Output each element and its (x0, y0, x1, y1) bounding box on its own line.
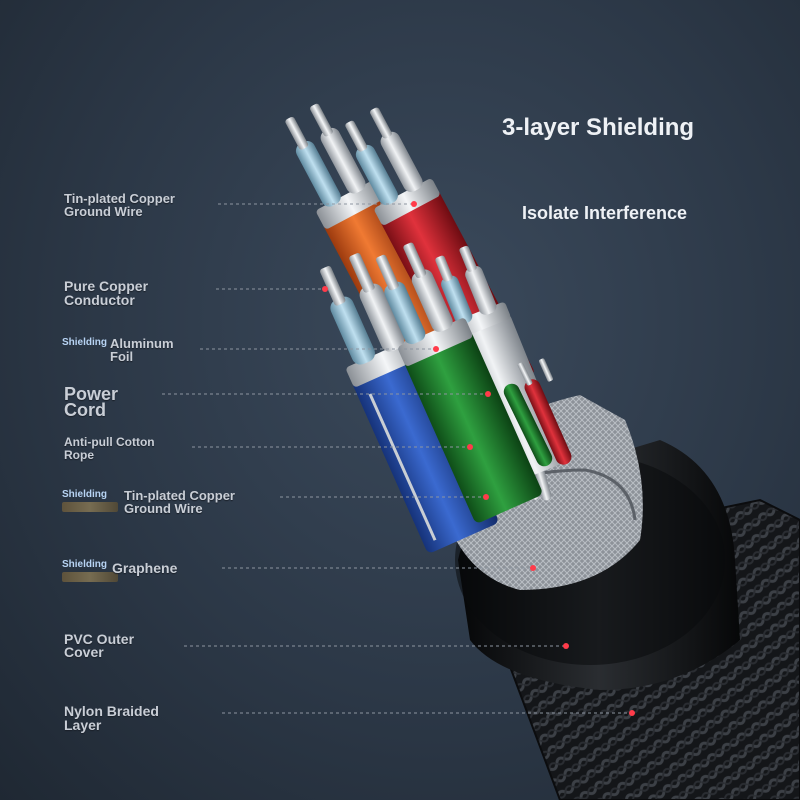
label-pvc-cover: PVC Outer Cover (64, 631, 135, 660)
shielding-tag-3: Shielding (62, 559, 107, 570)
label-graphene: Graphene (112, 560, 178, 576)
label-aluminum-foil: Aluminum Foil (110, 336, 174, 364)
blue-wire (320, 253, 498, 553)
pointer-dots (322, 201, 635, 716)
shielding-tag-2: Shielding (62, 489, 107, 500)
label-ground-wire-top: Tin-plated Copper Ground Wire (64, 191, 175, 219)
label-copper-conductor: Pure Copper Conductor (64, 278, 149, 308)
label-power-cord: Power Cord (64, 384, 119, 420)
label-cotton-rope: Anti-pull Cotton Rope (64, 435, 155, 462)
leader-lines (162, 203, 632, 714)
label-nylon-layer: Nylon Braided Layer (64, 703, 159, 733)
power-cords (503, 358, 572, 467)
headline-subtitle: Isolate Interference (522, 203, 688, 223)
shielding-swatch-1 (62, 502, 118, 512)
shielding-swatch-2 (62, 572, 118, 582)
shielding-tag-1: Shielding (62, 337, 107, 348)
headline-title: 3-layer Shielding (502, 114, 695, 141)
green-wire (375, 242, 542, 523)
label-ground-wire-bottom: Tin-plated Copper Ground Wire (124, 488, 235, 516)
